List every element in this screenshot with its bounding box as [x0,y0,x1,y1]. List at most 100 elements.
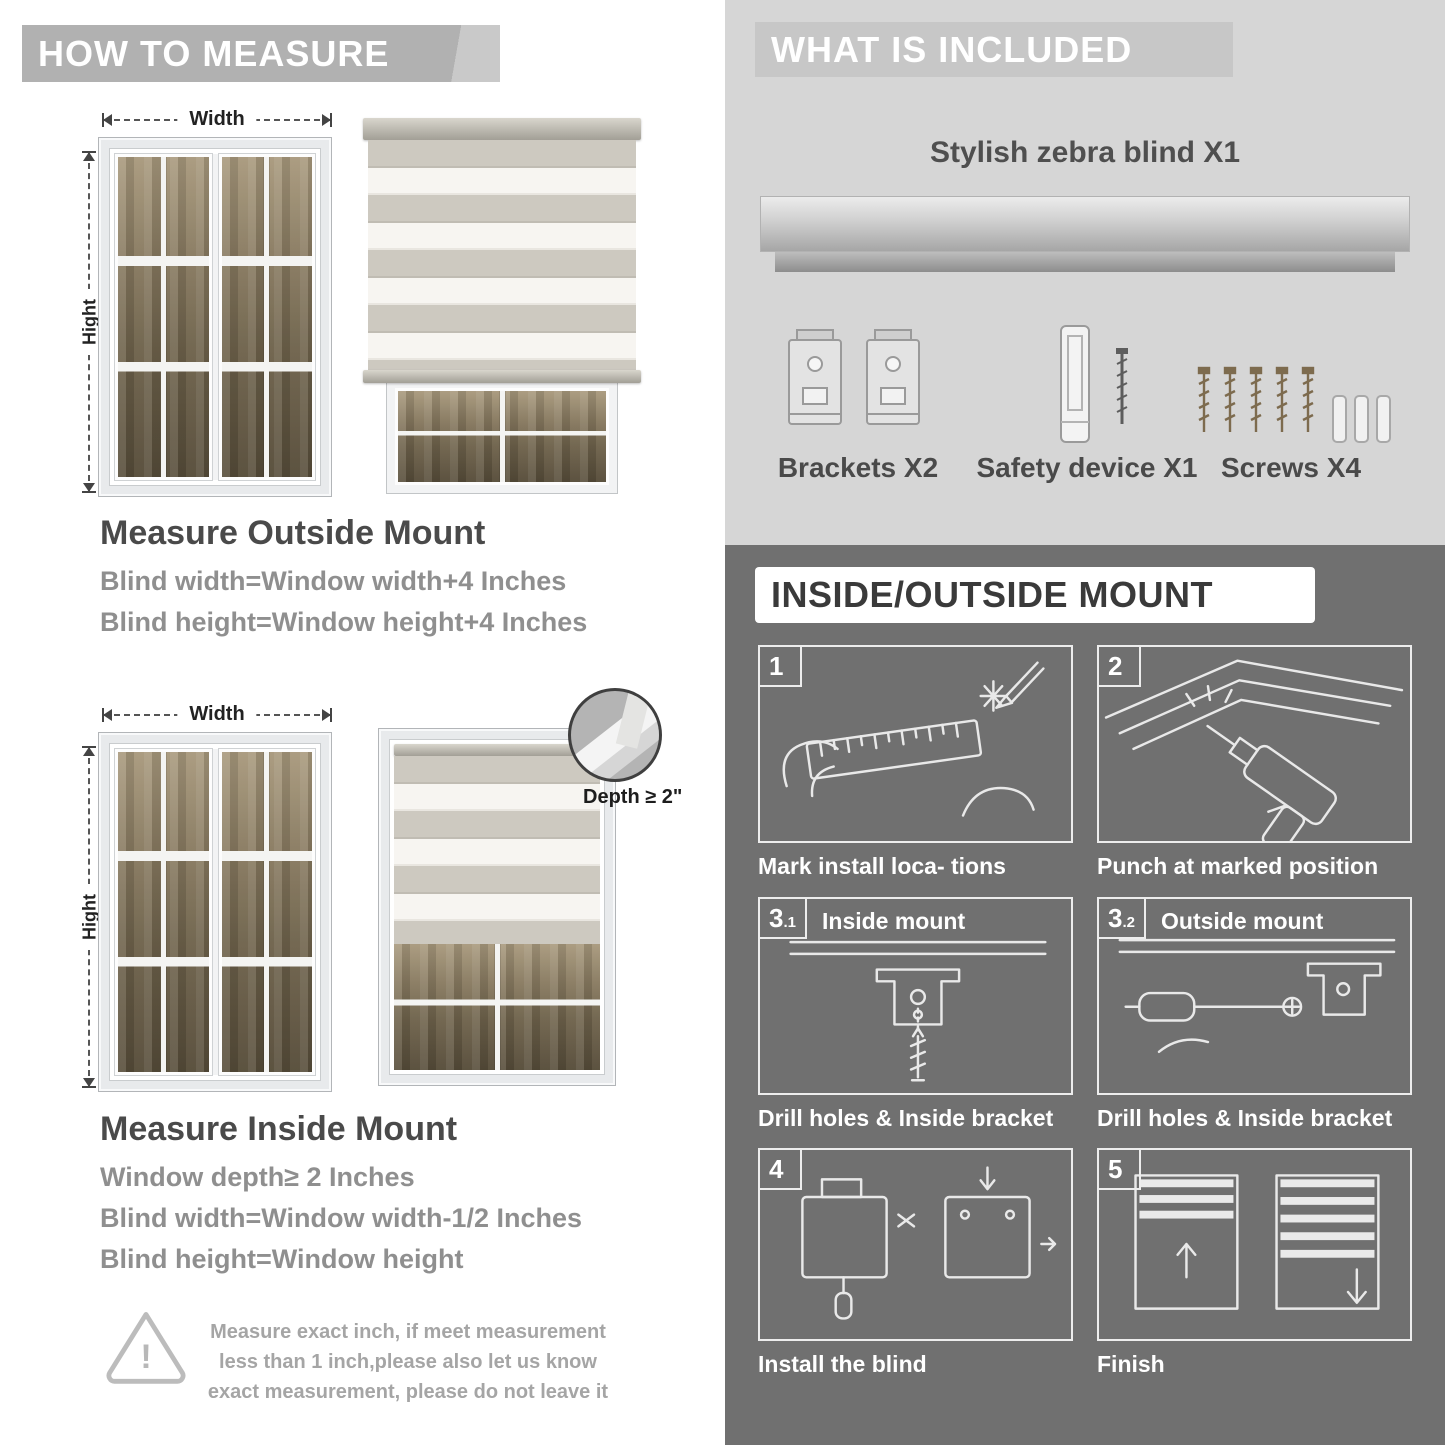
width-label: Width [177,108,257,131]
safety-device-body-icon [1060,325,1090,443]
window-pane [114,153,213,481]
step-number: 4 [760,1150,802,1190]
width-arrow: Width [102,108,332,131]
blind-item-label: Stylish zebra blind X1 [929,136,1241,169]
warning-text: Measure exact inch, if meet measurement … [207,1321,609,1403]
outside-formula-width: Blind width=Window width+4 Inches [100,566,567,596]
mount-header: INSIDE/OUTSIDE MOUNT [755,567,1315,623]
arrow-tick [330,708,332,722]
window-glass [395,388,609,485]
how-to-measure-header: HOW TO MEASURE [22,25,500,82]
step-number: 1 [760,647,802,687]
window-behind-blind [386,379,618,494]
arrow-tick [102,708,104,722]
step-2: 2 [1097,645,1412,880]
step-number: 3.1 [760,899,807,939]
step-2-box: 2 [1097,645,1412,843]
depth-label: Depth ≥ 2" [583,786,683,808]
bracket-icon [866,329,920,425]
warning-exclamation: ! [140,1338,152,1376]
window-sash [109,743,321,1081]
finish-illustration [1134,1174,1380,1310]
outside-formula-height: Blind height=Window height+4 Inches [100,607,588,637]
arrow-tick [82,746,96,748]
inside-window-figure: Width Hight [79,700,342,1100]
step-3-1: 3.1 Inside mount Drill [758,897,1073,1132]
window-mullion [211,154,219,480]
inside-formula-width: Blind width=Window width-1/2 Inches [100,1203,583,1233]
inside-formula-height: Blind height=Window height [100,1244,464,1274]
step-1-caption: Mark install loca- tions [758,853,1006,879]
how-to-measure-title: HOW TO MEASURE [38,33,390,74]
window-mullion [211,749,219,1075]
window-illustration [98,137,332,497]
step-5-caption: Finish [1097,1351,1165,1377]
step-3-1-title: Inside mount [822,908,966,934]
outside-bracket-illustration [1118,938,1396,1054]
brackets-icon [783,328,943,438]
inside-mount-title: Measure Inside Mount [100,1110,458,1148]
step-3-2: 3.2 Outside mount Dril [1097,897,1412,1132]
drill-illustration [1104,659,1404,841]
blind-fabric [368,140,636,370]
measure-warning: ! Measure exact inch, if meet measuremen… [103,1305,643,1415]
inside-formula-depth: Window depth≥ 2 Inches [100,1162,415,1192]
blind-rail-lip [775,252,1395,272]
screw-icon [1116,348,1128,424]
height-arrow: Hight [79,151,101,493]
step-4: 4 Install the blind [758,1148,1073,1378]
width-label: Width [177,703,257,726]
step-2-caption: Punch at marked position [1097,853,1379,879]
arrow-tick [82,1086,96,1088]
what-is-included-section: WHAT IS INCLUDED Stylish zebra blind X1 [725,0,1445,545]
step-3-2-box: 3.2 Outside mount [1097,897,1412,1095]
arrow-tick [82,491,96,493]
width-arrow: Width [102,703,332,726]
window-pane [217,153,316,481]
step-1-box: 1 [758,645,1073,843]
outside-window-figure: Width Hight [79,105,342,505]
blind-fabric [394,756,600,944]
bracket-icon [788,329,842,425]
step-number: 3.2 [1099,899,1146,939]
window-sash [109,148,321,486]
step-1: 1 [758,645,1073,880]
inside-blind-window [389,739,605,1075]
blind-top-rail [394,744,600,756]
brackets-label: Brackets X2 [777,452,939,483]
step-3-1-box: 3.1 Inside mount [758,897,1073,1095]
step-5-box: 5 [1097,1148,1412,1341]
window-pane [217,748,316,1076]
arrow-tick [102,113,104,127]
safety-device-label: Safety device X1 [976,452,1198,483]
step-3-2-title: Outside mount [1161,908,1324,934]
safety-device-icon [1053,322,1163,447]
window-pane [114,748,213,1076]
step-number: 5 [1099,1150,1141,1190]
step-number: 2 [1099,647,1141,687]
depth-callout-circle [568,688,662,782]
step-3-1-caption: Drill holes & Inside bracket [758,1105,1054,1131]
outside-blind-figure [363,118,641,494]
step-3-2-caption: Drill holes & Inside bracket [1097,1105,1393,1131]
blind-bottom-rail [363,370,641,383]
inside-blind-figure [378,728,616,1086]
arrow-tick [330,113,332,127]
height-arrow: Hight [79,746,101,1088]
blind-top-rail [363,118,641,140]
blind-rail-illustration [760,196,1410,252]
screws-label: Screws X4 [1220,452,1362,483]
window-glass [394,944,600,1070]
mark-location-illustration [782,661,1045,817]
arrow-tick [82,151,96,153]
inside-outside-mount-section: INSIDE/OUTSIDE MOUNT 1 [725,545,1445,1445]
window-illustration [98,732,332,1092]
mount-title: INSIDE/OUTSIDE MOUNT [771,574,1214,615]
step-4-caption: Install the blind [758,1351,927,1377]
inside-bracket-illustration [789,940,1047,1082]
warning-icon [106,1312,186,1384]
screws-icon [1197,366,1391,443]
step-5: 5 [1097,1148,1412,1378]
what-is-included-header: WHAT IS INCLUDED [755,22,1233,77]
